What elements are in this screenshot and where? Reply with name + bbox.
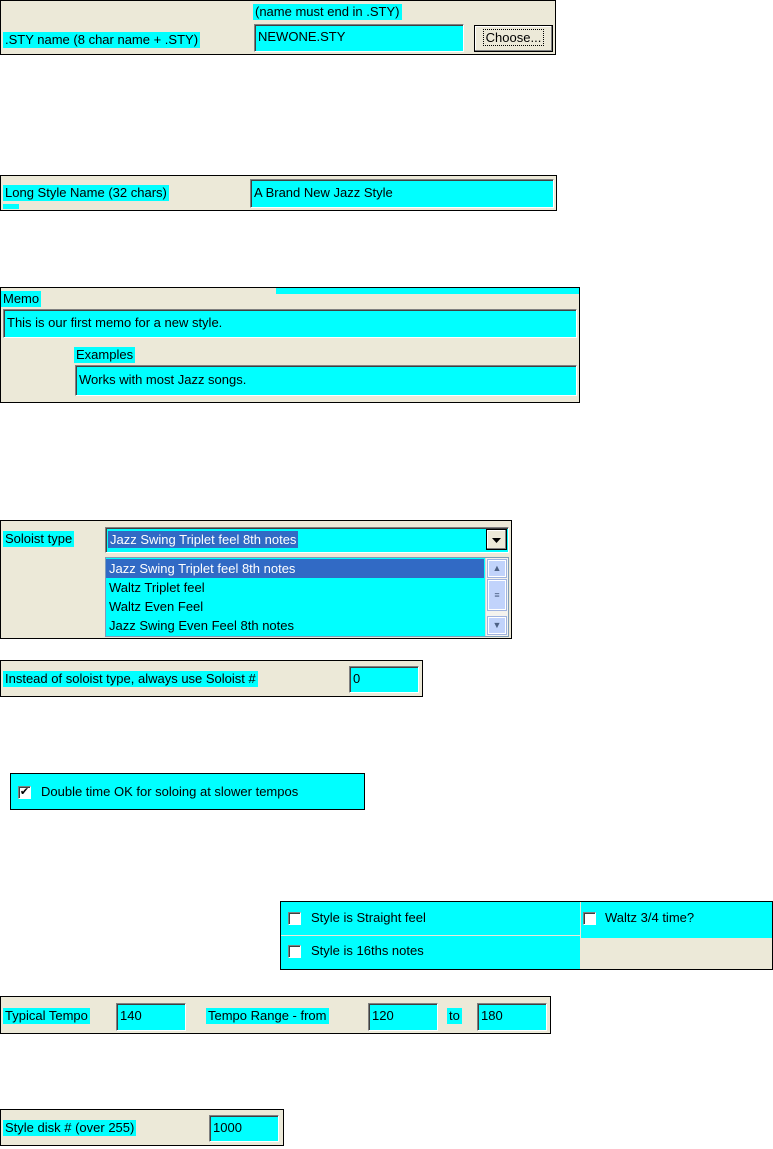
waltz-checkbox[interactable]: [583, 912, 596, 925]
choose-button[interactable]: Choose...: [474, 25, 553, 52]
scroll-up-icon[interactable]: ▲: [488, 560, 506, 577]
feel-panel: Style is Straight feel Style is 16ths no…: [280, 901, 773, 970]
sixteenths-checkbox[interactable]: [288, 945, 301, 958]
list-item[interactable]: Jazz Swing Even Feel 8th notes: [109, 618, 294, 633]
double-time-checkbox[interactable]: ✔: [18, 786, 31, 799]
tempo-to-label: to: [447, 1008, 462, 1024]
list-item[interactable]: Waltz Triplet feel: [109, 580, 205, 595]
sty-name-input[interactable]: NEWONE.STY: [254, 24, 464, 52]
tempo-range-label: Tempo Range - from: [206, 1008, 329, 1024]
list-item[interactable]: Waltz Even Feel: [109, 599, 204, 614]
long-name-label: Long Style Name (32 chars): [3, 185, 169, 201]
straight-feel-checkbox[interactable]: [288, 912, 301, 925]
choose-button-label: Choose...: [482, 29, 545, 46]
tempo-to-input[interactable]: 180: [477, 1003, 547, 1031]
examples-input[interactable]: Works with most Jazz songs.: [75, 365, 577, 396]
soloist-selected-value: Jazz Swing Triplet feel 8th notes: [108, 531, 299, 548]
soloist-number-panel: Instead of soloist type, always use Solo…: [0, 660, 423, 697]
double-time-panel: ✔ Double time OK for soloing at slower t…: [10, 773, 365, 810]
soloist-dropdown-button[interactable]: [486, 529, 507, 550]
long-name-marker: [3, 204, 19, 209]
waltz-label: Waltz 3/4 time?: [605, 910, 695, 925]
long-name-input[interactable]: A Brand New Jazz Style: [250, 179, 554, 208]
straight-feel-row: [281, 902, 580, 935]
soloist-panel: Soloist type Jazz Swing Triplet feel 8th…: [0, 520, 512, 639]
scroll-down-icon[interactable]: ▼: [488, 617, 506, 634]
long-name-panel: Long Style Name (32 chars) A Brand New J…: [0, 175, 557, 211]
memo-top-strip: [276, 288, 579, 294]
soloist-number-input[interactable]: 0: [349, 666, 419, 693]
tempo-panel: Typical Tempo 140 Tempo Range - from 120…: [0, 996, 551, 1034]
list-item[interactable]: Jazz Swing Triplet feel 8th notes: [106, 559, 484, 578]
straight-feel-label: Style is Straight feel: [311, 910, 426, 925]
memo-input[interactable]: This is our first memo for a new style.: [3, 309, 577, 338]
soloist-select[interactable]: Jazz Swing Triplet feel 8th notes: [105, 527, 509, 553]
soloist-number-label: Instead of soloist type, always use Solo…: [3, 671, 258, 687]
sty-name-label: .STY name (8 char name + .STY): [3, 32, 201, 48]
soloist-list[interactable]: Jazz Swing Triplet feel 8th notes Waltz …: [105, 557, 509, 637]
sixteenths-label: Style is 16ths notes: [311, 943, 424, 958]
waltz-row: [581, 902, 772, 938]
examples-label: Examples: [74, 347, 136, 363]
disk-panel: Style disk # (over 255) 1000: [0, 1109, 284, 1146]
soloist-label: Soloist type: [3, 531, 75, 547]
tempo-from-input[interactable]: 120: [368, 1003, 438, 1031]
sty-name-hint: (name must end in .STY): [253, 4, 402, 20]
soloist-list-scrollbar[interactable]: ▲ ≡ ▼: [485, 558, 508, 636]
sty-name-panel: .STY name (8 char name + .STY) (name mus…: [0, 0, 556, 55]
typical-tempo-label: Typical Tempo: [3, 1008, 90, 1024]
disk-label: Style disk # (over 255): [3, 1120, 137, 1136]
scroll-thumb[interactable]: ≡: [488, 580, 506, 610]
memo-label: Memo: [1, 291, 42, 307]
disk-input[interactable]: 1000: [209, 1115, 279, 1142]
typical-tempo-input[interactable]: 140: [116, 1003, 186, 1031]
memo-panel: Memo This is our first memo for a new st…: [0, 287, 580, 403]
chevron-down-icon: [492, 537, 501, 543]
double-time-label: Double time OK for soloing at slower tem…: [41, 784, 299, 799]
sixteenths-row: [281, 936, 580, 969]
